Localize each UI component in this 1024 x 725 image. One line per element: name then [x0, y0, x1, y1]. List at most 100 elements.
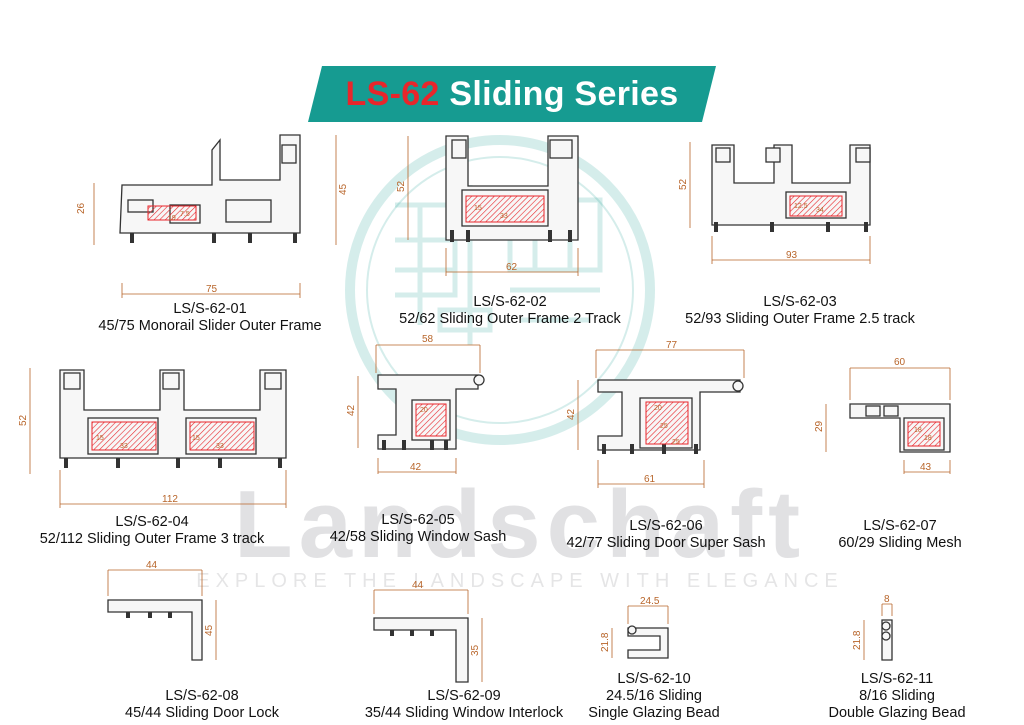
- caption-09: LS/S-62-09 35/44 Sliding Window Interloc…: [314, 688, 614, 722]
- profile-code: LS/S-62-05: [381, 512, 455, 528]
- caption-06: LS/S-62-06 42/77 Sliding Door Super Sash: [516, 518, 816, 552]
- dim-04-r3: 15: [192, 435, 200, 442]
- profile-drawing-03: [711, 144, 871, 232]
- dim-01-total-height: 45: [338, 183, 349, 195]
- dim-03-height: 52: [678, 178, 689, 190]
- dim-07-width: 60: [894, 357, 906, 368]
- dim-09-width: 44: [412, 580, 424, 591]
- dim-10-height: 21.8: [600, 632, 611, 652]
- title-text: Sliding Series: [449, 75, 679, 113]
- title-code: LS-62: [345, 75, 440, 113]
- profile-name-line2: Double Glazing Bead: [828, 705, 966, 721]
- profile-drawing-04: [59, 369, 287, 468]
- caption-05: LS/S-62-05 42/58 Sliding Window Sash: [268, 512, 568, 546]
- caption-01: LS/S-62-01 45/75 Monorail Slider Outer F…: [60, 301, 360, 335]
- dim-05-width: 58: [422, 334, 434, 345]
- profile-drawing-01: [119, 134, 301, 243]
- caption-02: LS/S-62-02 52/62 Sliding Outer Frame 2 T…: [360, 294, 660, 328]
- dim-06-r2: 25: [660, 423, 668, 430]
- dim-06-width: 77: [666, 340, 678, 351]
- dim-09-height: 35: [470, 644, 481, 656]
- dim-03-width: 93: [786, 250, 798, 261]
- dim-02-height: 52: [396, 180, 407, 192]
- profile-code: LS/S-62-06: [629, 518, 703, 534]
- profile-name: 52/62 Sliding Outer Frame 2 Track: [399, 311, 621, 327]
- dim-07-bottom: 43: [920, 462, 932, 473]
- profile-name: 42/58 Sliding Window Sash: [329, 529, 507, 545]
- dim-08-width: 44: [146, 560, 158, 571]
- dim-07-r2: 18: [924, 435, 932, 442]
- profile-name-line1: 8/16 Sliding: [859, 688, 935, 704]
- caption-04: LS/S-62-04 52/112 Sliding Outer Frame 3 …: [2, 514, 302, 548]
- profile-code: LS/S-62-03: [763, 294, 837, 310]
- caption-08: LS/S-62-08 45/44 Sliding Door Lock: [52, 688, 352, 722]
- reinforcement-04a: [91, 421, 157, 451]
- profile-code: LS/S-62-01: [173, 301, 247, 317]
- caption-10: LS/S-62-10 24.5/16 Sliding Single Glazin…: [504, 671, 804, 722]
- dim-02-width: 62: [506, 262, 518, 273]
- dim-03-r1: 12.5: [794, 203, 808, 210]
- profile-name: 52/93 Sliding Outer Frame 2.5 track: [685, 311, 915, 327]
- profile-drawing-09: [373, 617, 469, 683]
- profile-drawing-02: [445, 135, 579, 242]
- profile-name: 60/29 Sliding Mesh: [838, 535, 962, 551]
- profile-name: 52/112 Sliding Outer Frame 3 track: [39, 531, 265, 547]
- profile-name: 45/75 Monorail Slider Outer Frame: [98, 318, 322, 334]
- profile-code: LS/S-62-08: [165, 688, 239, 704]
- reinforcement-02: [465, 195, 545, 223]
- reinforcement-06: [645, 401, 689, 445]
- caption-03: LS/S-62-03 52/93 Sliding Outer Frame 2.5…: [650, 294, 950, 328]
- profile-name-line1: 24.5/16 Sliding: [606, 688, 702, 704]
- dim-05-bottom: 42: [410, 462, 422, 473]
- profile-name: 42/77 Sliding Door Super Sash: [566, 535, 766, 551]
- dim-06-r3: 25: [672, 439, 680, 446]
- dim-06-bottom: 61: [644, 474, 656, 485]
- dim-04-width: 112: [162, 494, 178, 505]
- dim-04-r1: 15: [96, 435, 104, 442]
- dim-06-height: 42: [566, 408, 577, 420]
- dim-08-height: 45: [204, 624, 215, 636]
- profile-drawing-11: [881, 619, 893, 661]
- dim-11-height: 21.8: [852, 630, 863, 650]
- dim-01-r2: 19: [168, 215, 176, 222]
- title-banner: LS-62 Sliding Series: [308, 66, 716, 122]
- reinforcement-03: [789, 195, 843, 217]
- profile-drawing-08: [107, 599, 203, 661]
- dim-04-r4: 33: [216, 443, 224, 450]
- profile-name: 45/44 Sliding Door Lock: [125, 705, 279, 721]
- profile-code: LS/S-62-07: [863, 518, 937, 534]
- dim-02-r2: 33: [500, 213, 508, 220]
- watermark-brand: Landschaft: [233, 471, 807, 578]
- caption-11: LS/S-62-11 8/16 Sliding Double Glazing B…: [747, 671, 1024, 722]
- reinforcement-07: [907, 421, 941, 447]
- dim-05-r1: 20: [420, 407, 428, 414]
- dim-11-width: 8: [884, 594, 890, 605]
- reinforcement-04b: [189, 421, 255, 451]
- profile-code: LS/S-62-09: [427, 688, 501, 704]
- dim-06-r1: 20: [654, 405, 662, 412]
- profile-code: LS/S-62-11: [860, 671, 934, 687]
- watermark-tagline: EXPLORE THE LANDSCAPE WITH ELEGANCE: [196, 570, 844, 592]
- dim-05-height: 42: [346, 404, 357, 416]
- dim-04-height: 52: [18, 414, 29, 426]
- dim-07-height: 29: [814, 420, 825, 432]
- dim-04-r2: 33: [120, 443, 128, 450]
- profile-code: LS/S-62-04: [115, 514, 189, 530]
- profile-name-line2: Single Glazing Bead: [588, 705, 720, 721]
- dim-01-height: 26: [76, 202, 87, 214]
- profile-drawing-10: [627, 625, 669, 659]
- reinforcement-01: [147, 205, 197, 221]
- dim-01-width: 75: [206, 284, 218, 295]
- profile-code: LS/S-62-10: [617, 671, 691, 687]
- dim-07-r1: 18: [914, 427, 922, 434]
- dim-03-r2: 34: [816, 207, 824, 214]
- page-title: LS-62 Sliding Series: [308, 66, 716, 122]
- dim-01-r1: 7.5: [180, 211, 190, 218]
- profile-name: 35/44 Sliding Window Interlock: [364, 705, 564, 721]
- profile-code: LS/S-62-02: [473, 294, 547, 310]
- caption-07: LS/S-62-07 60/29 Sliding Mesh: [750, 518, 1024, 552]
- reinforcement-05: [415, 403, 447, 437]
- dim-10-width: 24.5: [640, 596, 660, 607]
- dim-02-r1: 15: [474, 205, 482, 212]
